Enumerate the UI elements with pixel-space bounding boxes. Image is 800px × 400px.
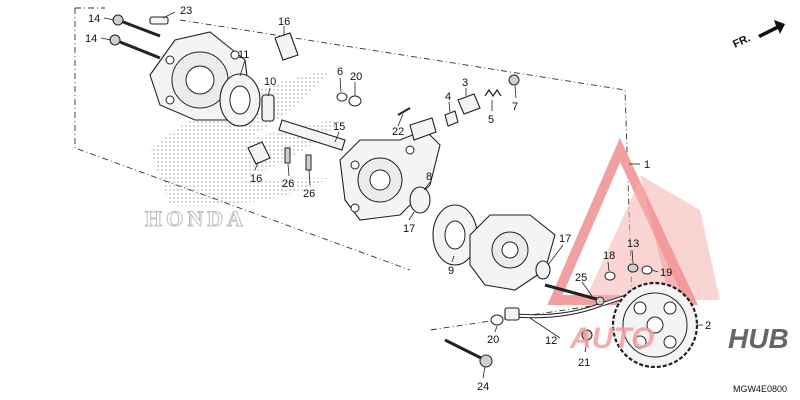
callout-23: 23	[180, 5, 192, 17]
callout-9: 9	[448, 265, 454, 277]
callout-24: 24	[477, 381, 489, 393]
pump-shaft	[278, 119, 346, 151]
pin-26-a	[284, 147, 291, 164]
front-label: FR.	[731, 32, 752, 50]
cotter-pin-22	[397, 107, 411, 116]
callout-20-upper: 20	[350, 71, 362, 83]
bolt-13	[627, 263, 639, 273]
callout-25: 25	[575, 272, 587, 284]
washer-19	[641, 265, 653, 275]
callout-14-upper: 14	[88, 13, 100, 25]
callout-19: 19	[660, 267, 672, 279]
washer-20-upper	[348, 95, 362, 107]
callout-11: 11	[238, 49, 249, 61]
rotor-set-upper	[219, 73, 275, 127]
honda-wing-logo: HONDA	[145, 70, 345, 232]
oil-seal-8	[409, 186, 431, 214]
rotor-set-lower	[432, 204, 478, 266]
callout-labels: 14 14 23 16 11 10 6 20 15 22 4 3 5 7 8 1…	[85, 5, 711, 393]
leader-lines	[100, 11, 703, 379]
nut-7	[508, 74, 520, 86]
callout-15: 15	[333, 121, 345, 133]
callout-18: 18	[603, 250, 615, 262]
callout-6: 6	[337, 66, 343, 78]
callout-7: 7	[512, 101, 518, 113]
assembly-frame	[74, 7, 633, 331]
callout-13: 13	[627, 238, 639, 250]
bolt-14-lower	[109, 34, 161, 60]
front-arrow-icon	[758, 20, 785, 38]
callout-10: 10	[264, 76, 276, 88]
callout-17-left: 17	[403, 223, 415, 235]
callout-5: 5	[488, 114, 494, 126]
callout-26-a: 26	[282, 178, 294, 190]
callout-8: 8	[426, 171, 432, 183]
pin-23	[149, 16, 169, 25]
relief-valve-cap	[444, 110, 459, 127]
callout-16-lower: 16	[250, 173, 262, 185]
callout-2: 2	[705, 320, 711, 332]
callout-21: 21	[578, 357, 590, 369]
callout-3: 3	[462, 77, 468, 89]
relief-valve-spring	[484, 88, 502, 98]
honda-logo-text: HONDA	[145, 206, 247, 231]
dowel-pin-lower	[247, 141, 271, 165]
front-direction-marker: FR.	[731, 20, 785, 51]
washer-18	[604, 271, 616, 281]
washer-20-lower	[490, 314, 504, 326]
callout-17-right: 17	[559, 233, 571, 245]
callout-12: 12	[545, 335, 557, 347]
callout-14-lower: 14	[85, 33, 97, 45]
dowel-pin-upper	[274, 32, 299, 61]
relief-valve-piston	[457, 93, 481, 115]
callout-1: 1	[644, 159, 650, 171]
watermark-text: AUTO HUB	[569, 322, 789, 355]
watermark-text-right: HUB	[728, 323, 789, 354]
pin-26-b	[305, 154, 312, 171]
oil-pump-cover	[469, 214, 556, 291]
watermark-text-left: AUTO	[569, 322, 654, 355]
callout-4: 4	[445, 91, 451, 103]
washer-6	[336, 92, 348, 102]
callout-26-b: 26	[303, 188, 315, 200]
callout-20-lower: 20	[487, 334, 499, 346]
diagram-code: MGW4E0800	[733, 384, 787, 394]
callout-16-upper: 16	[278, 16, 290, 28]
bolt-25	[544, 283, 605, 306]
bolt-24	[444, 338, 493, 368]
oil-pipe-12	[504, 290, 641, 321]
callout-22: 22	[392, 126, 404, 138]
